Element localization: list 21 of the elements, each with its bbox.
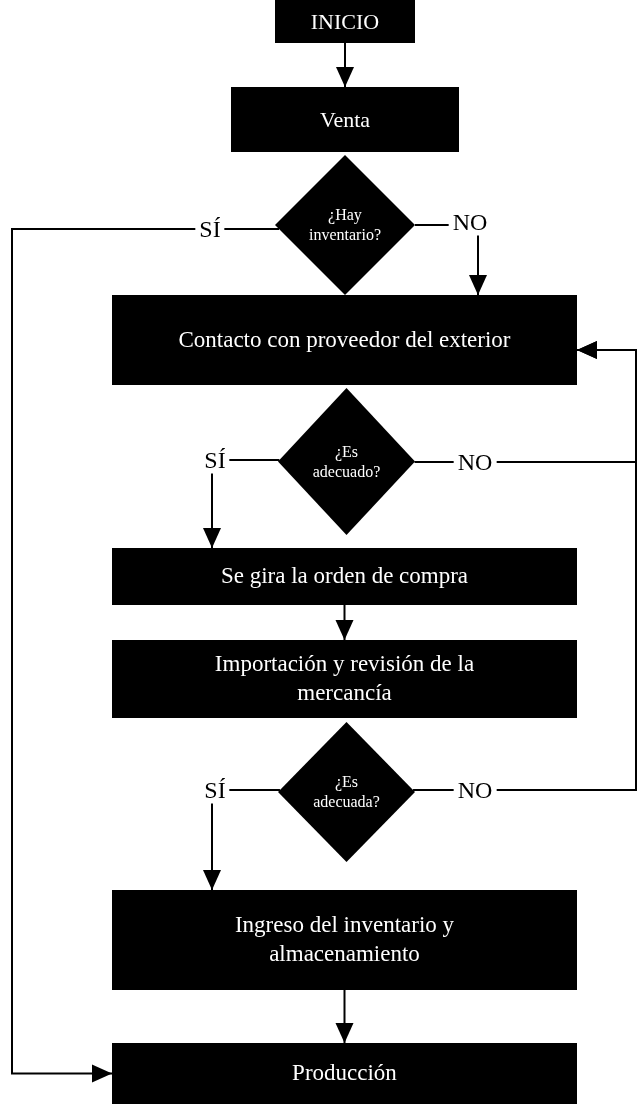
node-text: Importación y revisión de la mercancía (213, 650, 476, 707)
process-box (112, 548, 577, 605)
node-text: Producción (292, 1059, 397, 1088)
node-text: ¿Es adecuada? (312, 772, 381, 812)
node-text: INICIO (310, 7, 380, 36)
process-box (231, 87, 459, 152)
process-box (112, 890, 577, 990)
node-text: Venta (319, 105, 371, 134)
process-box (275, 0, 415, 43)
arrow (335, 989, 354, 1044)
process-box (112, 640, 577, 718)
node-text: Se gira la orden de compra (220, 562, 469, 591)
arrow (11, 228, 280, 1083)
node-text: ¿Hay inventario? (308, 205, 382, 245)
node-text: Ingreso del inventario y almacenamiento (233, 911, 456, 968)
process-box (112, 1043, 577, 1104)
node-text: Contacto con proveedor del exterior (178, 325, 511, 354)
arrow (335, 604, 354, 641)
node-text: ¿Es adecuado? (311, 441, 382, 482)
arrow (336, 42, 354, 88)
arrow (412, 341, 637, 791)
